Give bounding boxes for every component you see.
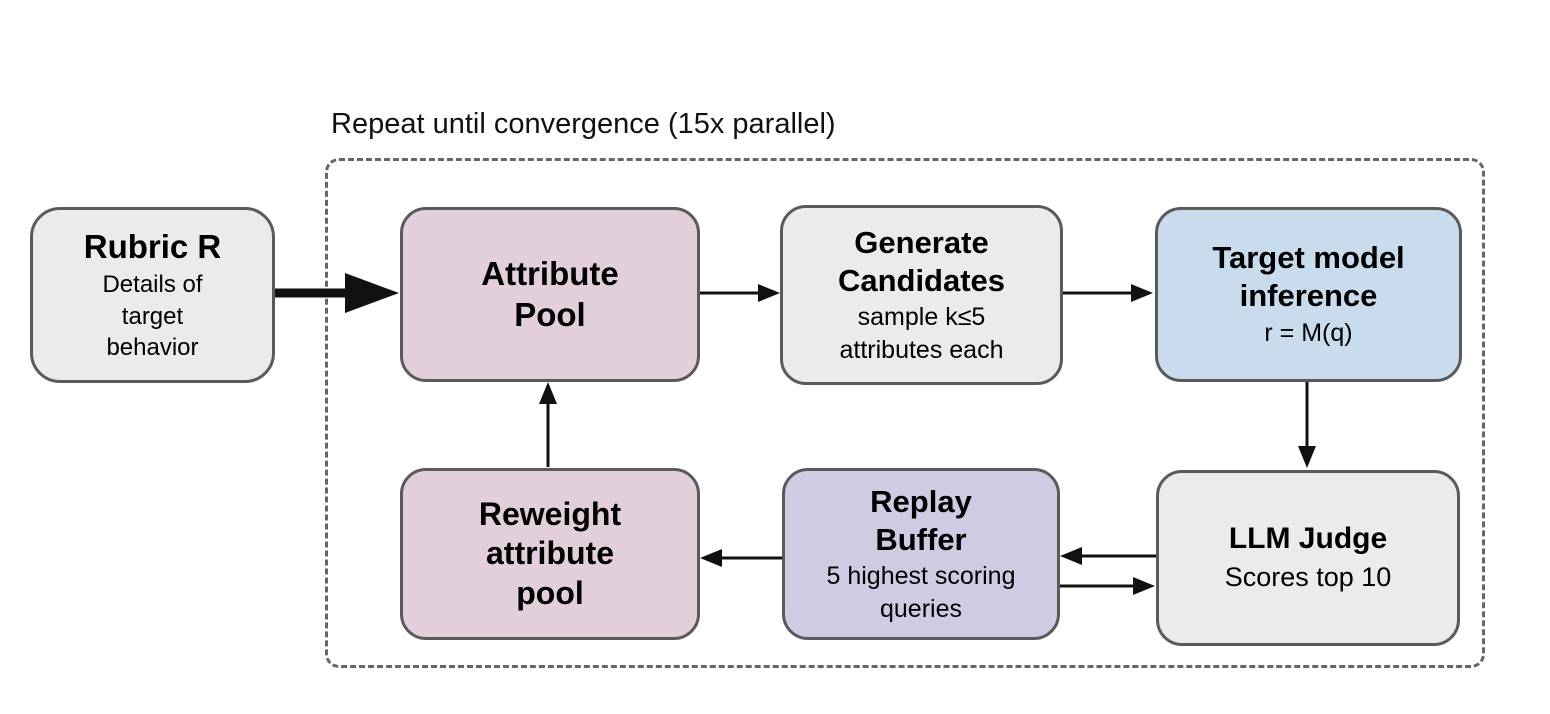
loop-boundary-box: [325, 158, 1485, 668]
node-generate-candidates-subtitle: sample k≤5 attributes each: [839, 303, 1004, 364]
node-generate-candidates: Generate Candidates sample k≤5 attribute…: [780, 205, 1063, 385]
loop-label: Repeat until convergence (15x parallel): [331, 108, 836, 140]
node-replay-buffer-subtitle: 5 highest scoring queries: [826, 562, 1016, 623]
node-target-model-inference: Target model inference r = M(q): [1155, 207, 1462, 382]
node-attribute-pool-title: Attribute Pool: [481, 255, 619, 333]
node-rubric-subtitle: Details of target behavior: [102, 271, 203, 361]
node-target-model-title: Target model inference: [1212, 240, 1405, 314]
node-llm-judge-title: LLM Judge: [1228, 522, 1388, 556]
node-reweight-attribute-pool: Reweight attribute pool: [400, 468, 700, 640]
node-rubric-title: Rubric R: [83, 228, 222, 266]
node-target-model-subtitle: r = M(q): [1264, 319, 1353, 348]
node-replay-buffer: Replay Buffer 5 highest scoring queries: [782, 468, 1060, 640]
node-llm-judge: LLM Judge Scores top 10: [1156, 470, 1460, 646]
node-reweight-title: Reweight attribute pool: [478, 496, 622, 611]
node-llm-judge-subtitle: Scores top 10: [1224, 561, 1392, 592]
node-generate-candidates-title: Generate Candidates: [837, 224, 1006, 298]
node-rubric: Rubric R Details of target behavior: [30, 207, 275, 383]
node-attribute-pool: Attribute Pool: [400, 207, 700, 382]
node-replay-buffer-title: Replay Buffer: [870, 483, 972, 557]
